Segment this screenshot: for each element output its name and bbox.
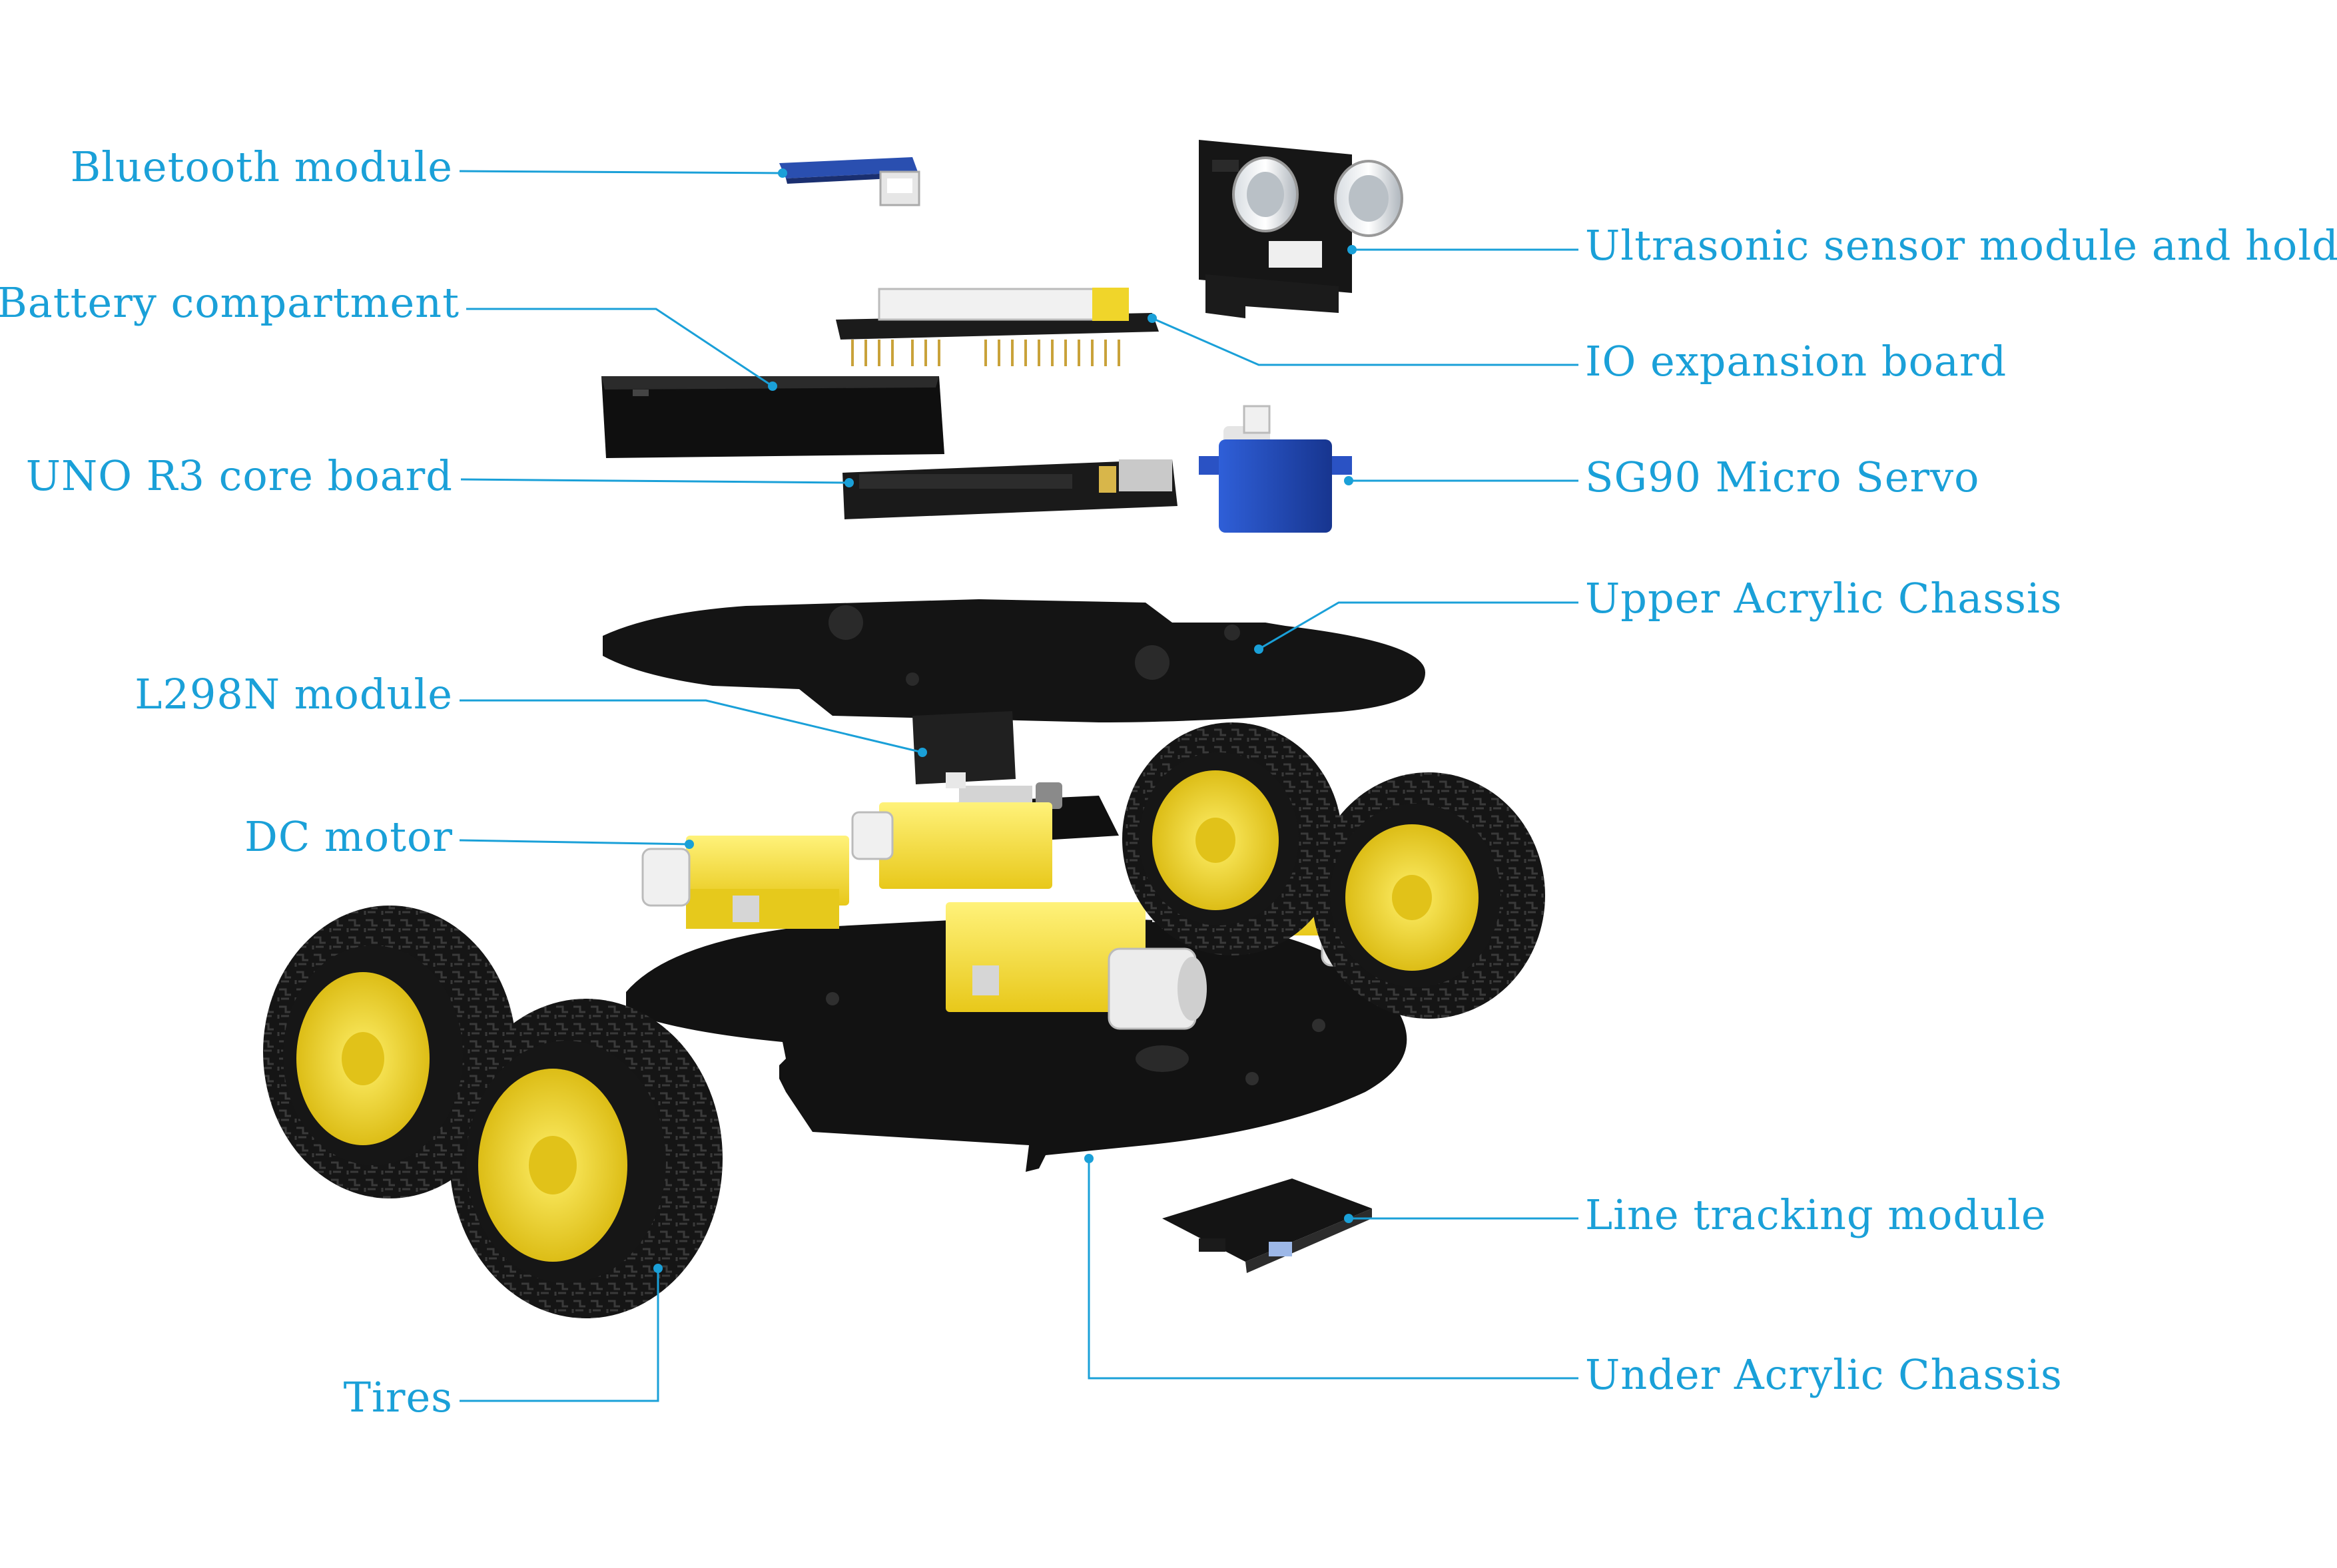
label-bluetooth-module: Bluetooth module (70, 142, 453, 191)
label-line-tracking-module: Line tracking module (1585, 1190, 2047, 1239)
label-io-expansion-board: IO expansion board (1585, 337, 2007, 386)
leader-l298n (460, 699, 923, 754)
bluetooth-module-art (779, 157, 920, 206)
under-chassis-art (626, 915, 1407, 1172)
ultrasonic-sensor-art (1199, 140, 1403, 318)
leader-tires (460, 1268, 659, 1402)
label-l298n-module: L298N module (135, 670, 453, 718)
wheel-back-right (1312, 772, 1545, 1019)
uno-board-art (842, 459, 1177, 519)
leader-dots (653, 168, 1357, 1273)
servo-art (1199, 405, 1352, 533)
io-expansion-board-art (836, 288, 1159, 366)
wheel-front-near (450, 999, 723, 1318)
line-tracking-module-art (1162, 1178, 1372, 1273)
label-tires: Tires (343, 1373, 453, 1422)
leader-battery (466, 308, 773, 388)
leader-lines (459, 170, 1578, 1402)
leader-under-chassis (1088, 1159, 1578, 1380)
label-sg90-servo: SG90 Micro Servo (1585, 453, 1980, 501)
leader-io (1152, 317, 1578, 366)
wheel-back-left (1122, 722, 1342, 955)
leader-dc-motor (459, 839, 690, 846)
label-uno-r3-board: UNO R3 core board (25, 451, 453, 500)
label-under-acrylic-chassis: Under Acrylic Chassis (1585, 1350, 2063, 1399)
label-upper-acrylic-chassis: Upper Acrylic Chassis (1585, 574, 2063, 623)
label-battery-compartment: Battery compartment (0, 278, 460, 327)
leader-bluetooth (459, 170, 783, 174)
leader-uno (460, 478, 850, 484)
wheels-art (263, 722, 1545, 1318)
label-ultrasonic-sensor: Ultrasonic sensor module and holder (1585, 221, 2337, 270)
label-dc-motor: DC motor (244, 812, 453, 861)
leader-upper-chassis (1258, 601, 1578, 651)
upper-chassis-art (603, 599, 1425, 722)
